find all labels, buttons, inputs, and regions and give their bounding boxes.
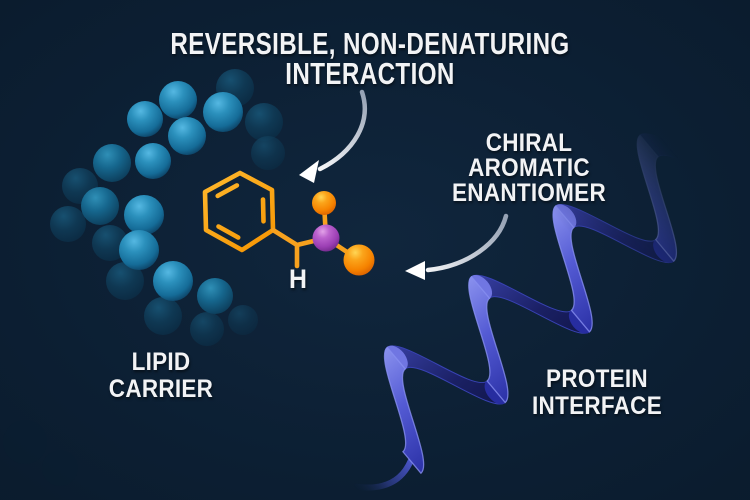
atom-sphere-orange-large	[343, 244, 375, 276]
lipid-carrier-label: LIPID CARRIER	[109, 349, 213, 403]
background-blobs	[3, 420, 78, 486]
atom-sphere-orange-small	[312, 191, 336, 215]
chiral-label-line-3: ENANTIOMER	[452, 179, 606, 207]
lipid-sphere	[124, 195, 164, 235]
benzene-ring	[202, 170, 276, 253]
lipid-carrier-illustration	[50, 69, 285, 346]
protein-helix-illustration	[353, 133, 750, 491]
lipid-sphere	[93, 144, 131, 182]
lipid-sphere	[106, 262, 144, 300]
lipid-sphere	[144, 297, 182, 335]
lipid-sphere	[228, 305, 258, 335]
lipid-sphere	[50, 206, 86, 242]
curved-arrow-icon	[405, 213, 509, 280]
lipid-sphere	[92, 225, 128, 261]
lipid-sphere	[153, 261, 193, 301]
lipid-sphere	[251, 136, 285, 170]
chiral-enantiomer-label: CHIRAL AROMATIC ENANTIOMER	[452, 131, 606, 206]
protein-label-line-2: INTERFACE	[532, 392, 662, 420]
lipid-sphere	[159, 81, 197, 119]
lipid-sphere	[127, 101, 163, 137]
lipid-sphere	[197, 278, 233, 314]
chiral-label-line-2: AROMATIC	[468, 154, 590, 182]
hydrogen-label: H	[289, 264, 307, 294]
lipid-sphere	[245, 103, 283, 141]
lipid-sphere	[81, 187, 119, 225]
title-line-1: REVERSIBLE, NON-DENATURING	[170, 26, 570, 61]
lipid-label-line-2: CARRIER	[108, 375, 214, 403]
lipid-sphere	[203, 92, 243, 132]
atom-sphere-purple	[312, 224, 340, 252]
chiral-label-line-1: CHIRAL	[485, 129, 573, 157]
protein-label-line-1: PROTEIN	[546, 365, 648, 393]
title-line-2: INTERACTION	[285, 56, 455, 91]
lipid-sphere	[135, 143, 171, 179]
lipid-sphere	[190, 312, 224, 346]
chiral-molecule-illustration	[202, 170, 375, 276]
curved-arrow-icon	[299, 89, 367, 183]
protein-interface-label: PROTEIN INTERFACE	[532, 366, 662, 420]
lipid-sphere	[168, 117, 206, 155]
lipid-sphere	[119, 230, 159, 270]
lipid-label-line-1: LIPID	[131, 348, 191, 376]
figure-title: REVERSIBLE, NON-DENATURING INTERACTION	[170, 26, 570, 91]
